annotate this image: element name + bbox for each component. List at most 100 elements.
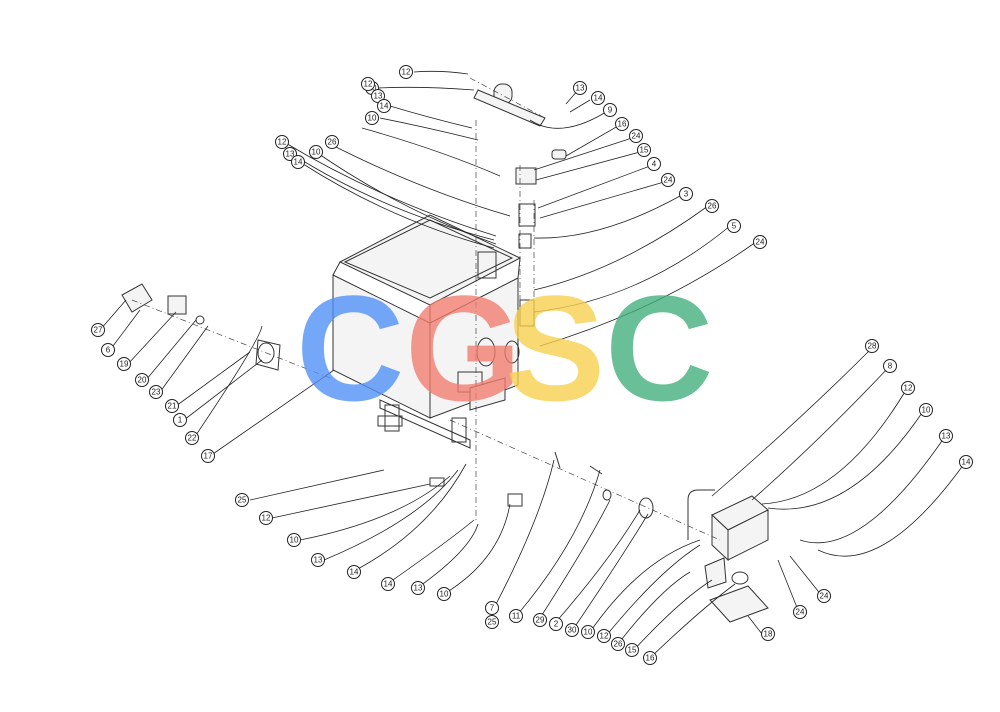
callout-58: 14 (959, 455, 973, 469)
callout-label: 10 (584, 628, 593, 637)
callout-circle (573, 81, 587, 95)
callout-20: 12 (275, 135, 289, 149)
callout-label: 20 (138, 376, 147, 385)
callout-7: 13 (573, 81, 587, 95)
callout-circle (165, 399, 179, 413)
callout-label: 3 (684, 190, 689, 199)
callout-8: 14 (591, 91, 605, 105)
callout-label: 24 (796, 608, 805, 617)
assembly-axis-lines (131, 77, 721, 541)
callout-9: 9 (603, 103, 617, 117)
callout-54: 8 (883, 359, 897, 373)
callout-23: 14 (291, 155, 305, 169)
callout-label: 16 (618, 120, 627, 129)
callout-label: 12 (278, 138, 287, 147)
callout-3: 12 (361, 77, 375, 91)
callout-28: 23 (149, 385, 163, 399)
callout-label: 17 (204, 452, 213, 461)
callout-circle (291, 155, 305, 169)
callout-32: 17 (201, 449, 215, 463)
callout-55: 12 (901, 381, 915, 395)
callout-circle (91, 323, 105, 337)
callout-38: 14 (381, 577, 395, 591)
callout-circle (485, 615, 499, 629)
callout-label: 13 (942, 432, 951, 441)
callout-label: 15 (640, 146, 649, 155)
callout-circle (679, 187, 693, 201)
callout-14: 24 (661, 173, 675, 187)
callout-circle (865, 339, 879, 353)
callout-label: 26 (614, 640, 623, 649)
callout-label: 25 (488, 618, 497, 627)
callout-11: 24 (629, 129, 643, 143)
callout-label: 24 (820, 592, 829, 601)
callout-circle (361, 77, 375, 91)
callout-24: 27 (91, 323, 105, 337)
callout-circle (259, 511, 273, 525)
callout-circle (615, 117, 629, 131)
callout-circle (399, 65, 413, 79)
callout-1: 12 (399, 65, 413, 79)
callout-19: 26 (325, 135, 339, 149)
callout-label: 9 (608, 106, 613, 115)
callout-circle (135, 373, 149, 387)
callout-circle (647, 157, 661, 171)
callout-label: 12 (600, 632, 609, 641)
callout-label: 18 (764, 630, 773, 639)
callout-43: 11 (509, 609, 523, 623)
callout-circle (117, 357, 131, 371)
callout-label: 14 (294, 158, 303, 167)
callout-label: 14 (962, 458, 971, 467)
callout-circle (347, 565, 361, 579)
callout-circle (611, 637, 625, 651)
callout-label: 12 (262, 514, 271, 523)
watermark: C G S C (296, 264, 713, 432)
callout-circle (637, 143, 651, 157)
callout-label: 13 (314, 556, 323, 565)
callout-circle (509, 609, 523, 623)
callout-label: 7 (490, 604, 495, 613)
callout-circle (939, 429, 953, 443)
callout-circle (603, 103, 617, 117)
callout-59: 24 (793, 605, 807, 619)
callout-circle (597, 629, 611, 643)
callout-circle (625, 643, 639, 657)
callout-6: 10 (365, 111, 379, 125)
callout-circle (883, 359, 897, 373)
callout-label: 26 (328, 138, 337, 147)
callout-label: 12 (402, 68, 411, 77)
callout-60: 24 (817, 589, 831, 603)
callout-39: 13 (411, 581, 425, 595)
callout-34: 12 (259, 511, 273, 525)
callout-circle (549, 617, 563, 631)
callout-label: 10 (922, 406, 931, 415)
callout-label: 14 (594, 94, 603, 103)
callout-label: 11 (512, 612, 521, 621)
callout-37: 14 (347, 565, 361, 579)
callout-22: 10 (309, 145, 323, 159)
callout-47: 10 (581, 625, 595, 639)
callout-circle (919, 403, 933, 417)
callout-40: 10 (437, 587, 451, 601)
callout-29: 21 (165, 399, 179, 413)
callout-57: 13 (939, 429, 953, 443)
callout-12: 15 (637, 143, 651, 157)
callout-circle (817, 589, 831, 603)
callout-circle (309, 145, 323, 159)
callout-33: 25 (235, 493, 249, 507)
callout-circle (201, 449, 215, 463)
callout-circle (901, 381, 915, 395)
callout-label: 12 (904, 384, 913, 393)
base-frame (377, 399, 471, 449)
callout-label: 10 (312, 148, 321, 157)
callout-circle (365, 111, 379, 125)
callout-circle (565, 623, 579, 637)
callout-label: 13 (414, 584, 423, 593)
callout-circle (661, 173, 675, 187)
callout-26: 19 (117, 357, 131, 371)
callout-label: 24 (664, 176, 673, 185)
callout-circle (235, 493, 249, 507)
callout-31: 22 (185, 431, 199, 445)
watermark-letter-4: C (605, 264, 713, 432)
callout-label: 10 (368, 114, 377, 123)
